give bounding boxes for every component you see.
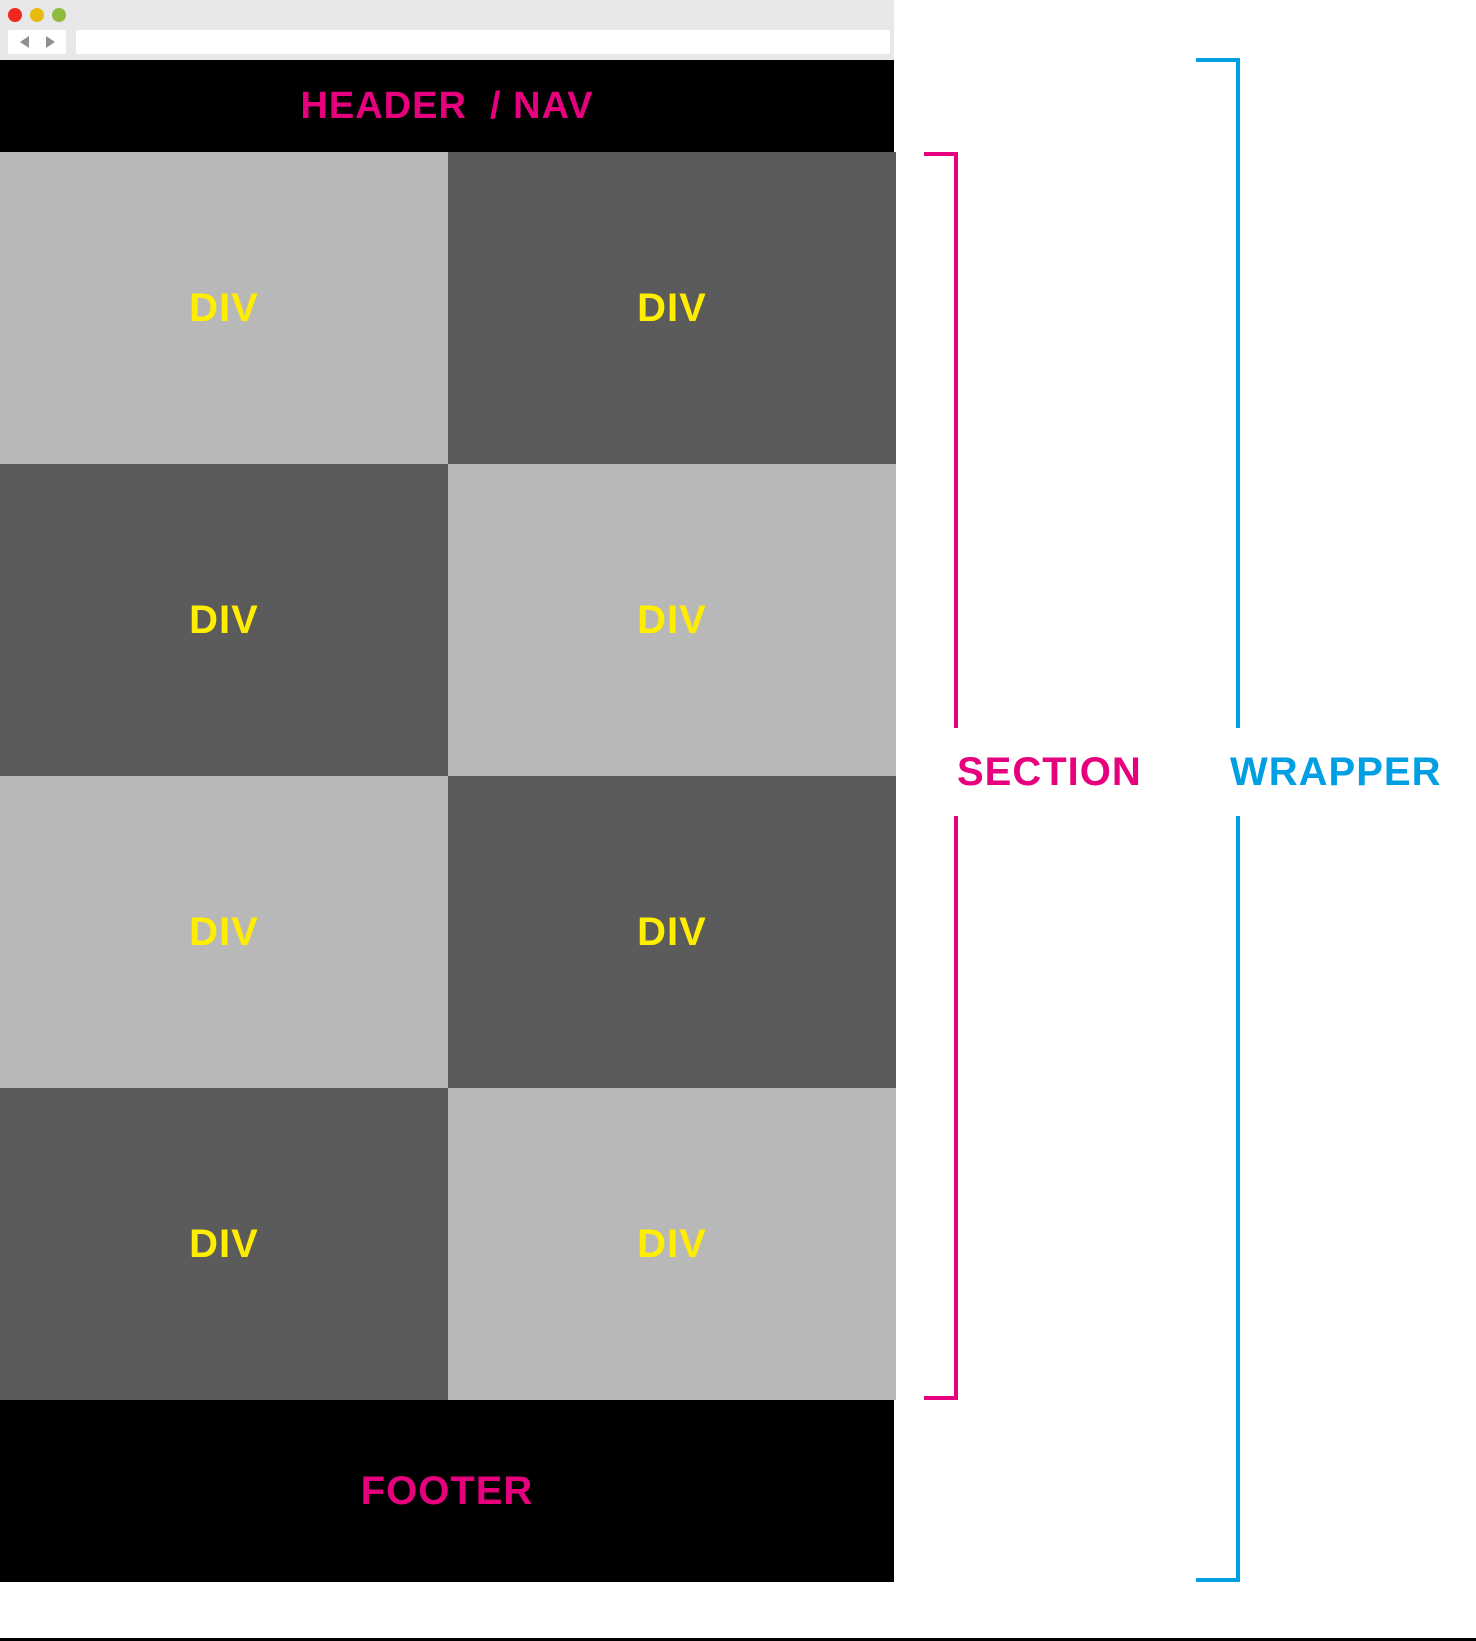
section-label: SECTION: [957, 750, 1142, 794]
div-block: DIV: [448, 776, 896, 1088]
wrapper-bracket-bottom: [1196, 816, 1240, 1582]
div-block: DIV: [0, 776, 448, 1088]
div-block-label: DIV: [637, 597, 707, 642]
div-block-label: DIV: [189, 285, 259, 330]
section-bracket-bottom: [924, 816, 958, 1400]
footer-block: FOOTER: [0, 1400, 894, 1582]
address-bar[interactable]: [76, 30, 890, 54]
div-block: DIV: [0, 152, 448, 464]
footer-label: FOOTER: [360, 1468, 534, 1513]
forward-arrow-icon[interactable]: [46, 36, 55, 48]
div-block: DIV: [448, 1088, 896, 1400]
header-nav-block: HEADER / NAV: [0, 60, 894, 152]
wrapper-bracket-top: [1196, 58, 1240, 728]
section-bracket-top: [924, 152, 958, 728]
div-block: DIV: [448, 464, 896, 776]
browser-chrome: [0, 0, 894, 60]
div-block-label: DIV: [189, 1221, 259, 1266]
bottom-rule: [0, 1638, 1476, 1641]
close-window-icon[interactable]: [8, 8, 22, 22]
div-block-label: DIV: [189, 597, 259, 642]
div-block-label: DIV: [637, 909, 707, 954]
minimize-window-icon[interactable]: [30, 8, 44, 22]
div-block-label: DIV: [189, 909, 259, 954]
div-block: DIV: [0, 464, 448, 776]
header-nav-label: HEADER / NAV: [300, 84, 594, 127]
maximize-window-icon[interactable]: [52, 8, 66, 22]
div-block-label: DIV: [637, 285, 707, 330]
div-block: DIV: [0, 1088, 448, 1400]
wrapper-label: WRAPPER: [1230, 750, 1442, 794]
div-grid: DIV DIV DIV DIV DIV DIV DIV DIV: [0, 152, 896, 1400]
div-block-label: DIV: [637, 1221, 707, 1266]
nav-buttons: [8, 30, 66, 54]
back-arrow-icon[interactable]: [20, 36, 29, 48]
div-block: DIV: [448, 152, 896, 464]
